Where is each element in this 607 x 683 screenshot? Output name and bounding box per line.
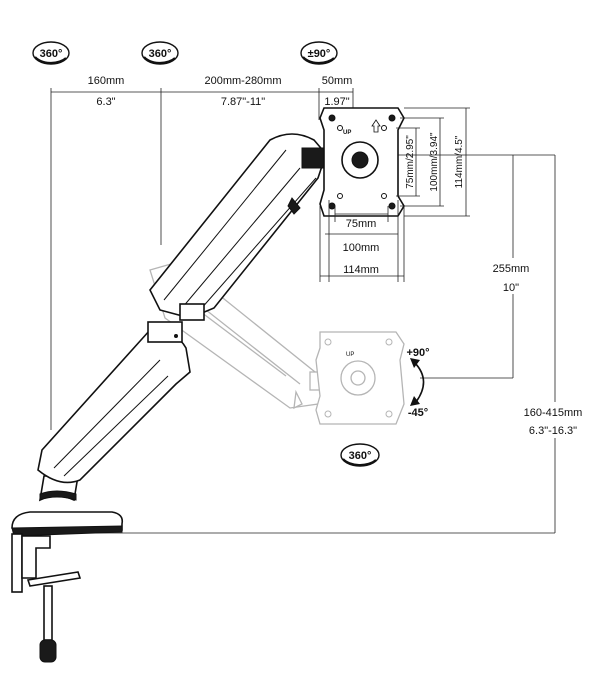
vesa-v100: 100mm/3.94" [429, 132, 440, 192]
top-dimension-lines [50, 88, 354, 430]
vesa-h100: 100mm [343, 242, 380, 254]
rotation-badge-middle: 360° [141, 41, 179, 65]
head-offset-mm: 50mm [322, 75, 353, 87]
vesa-up-label: UP [343, 130, 351, 136]
rotation-badge-tilt-label: ±90° [308, 48, 331, 60]
tilt-arrow [410, 358, 425, 406]
base-arm-mm: 160mm [88, 75, 125, 87]
upper-arm [149, 133, 327, 321]
base-arm-in: 6.3" [96, 96, 115, 108]
vesa-v75: 75mm/2.95" [405, 135, 416, 189]
rotation-badge-tilt: ±90° [300, 41, 338, 65]
extension-mm: 200mm-280mm [204, 75, 281, 87]
tilt-up-label: +90° [406, 347, 429, 359]
vesa-h75: 75mm [346, 218, 377, 230]
rotation-badge-base-label: 360° [40, 48, 63, 60]
vesa-h114: 114mm [343, 264, 379, 276]
extension-in: 7.87"-11" [221, 96, 265, 108]
vesa-v114: 114mm/4.5" [454, 135, 465, 188]
desk-clamp [11, 511, 124, 663]
vesa-plate: UP [319, 107, 405, 217]
total-height-in: 6.3"-16.3" [529, 425, 577, 437]
lowered-up-label: UP [346, 352, 354, 358]
rotation-badge-base: 360° [32, 41, 70, 65]
lower-arm [37, 321, 191, 484]
head-offset-in: 1.97" [324, 96, 349, 108]
rotation-badge-head-label: 360° [349, 450, 372, 462]
lowered-vesa-plate: UP [315, 331, 405, 425]
vertical-travel-in: 10" [503, 282, 519, 294]
rotation-badge-middle-label: 360° [149, 48, 172, 60]
vesa-horizontal-dims [319, 200, 405, 282]
rotation-badge-head: 360° [340, 443, 380, 467]
tilt-down-label: -45° [408, 407, 428, 419]
total-height-mm: 160-415mm [524, 407, 583, 419]
vesa-vertical-dims [396, 107, 470, 217]
vertical-travel-mm: 255mm [493, 263, 530, 275]
